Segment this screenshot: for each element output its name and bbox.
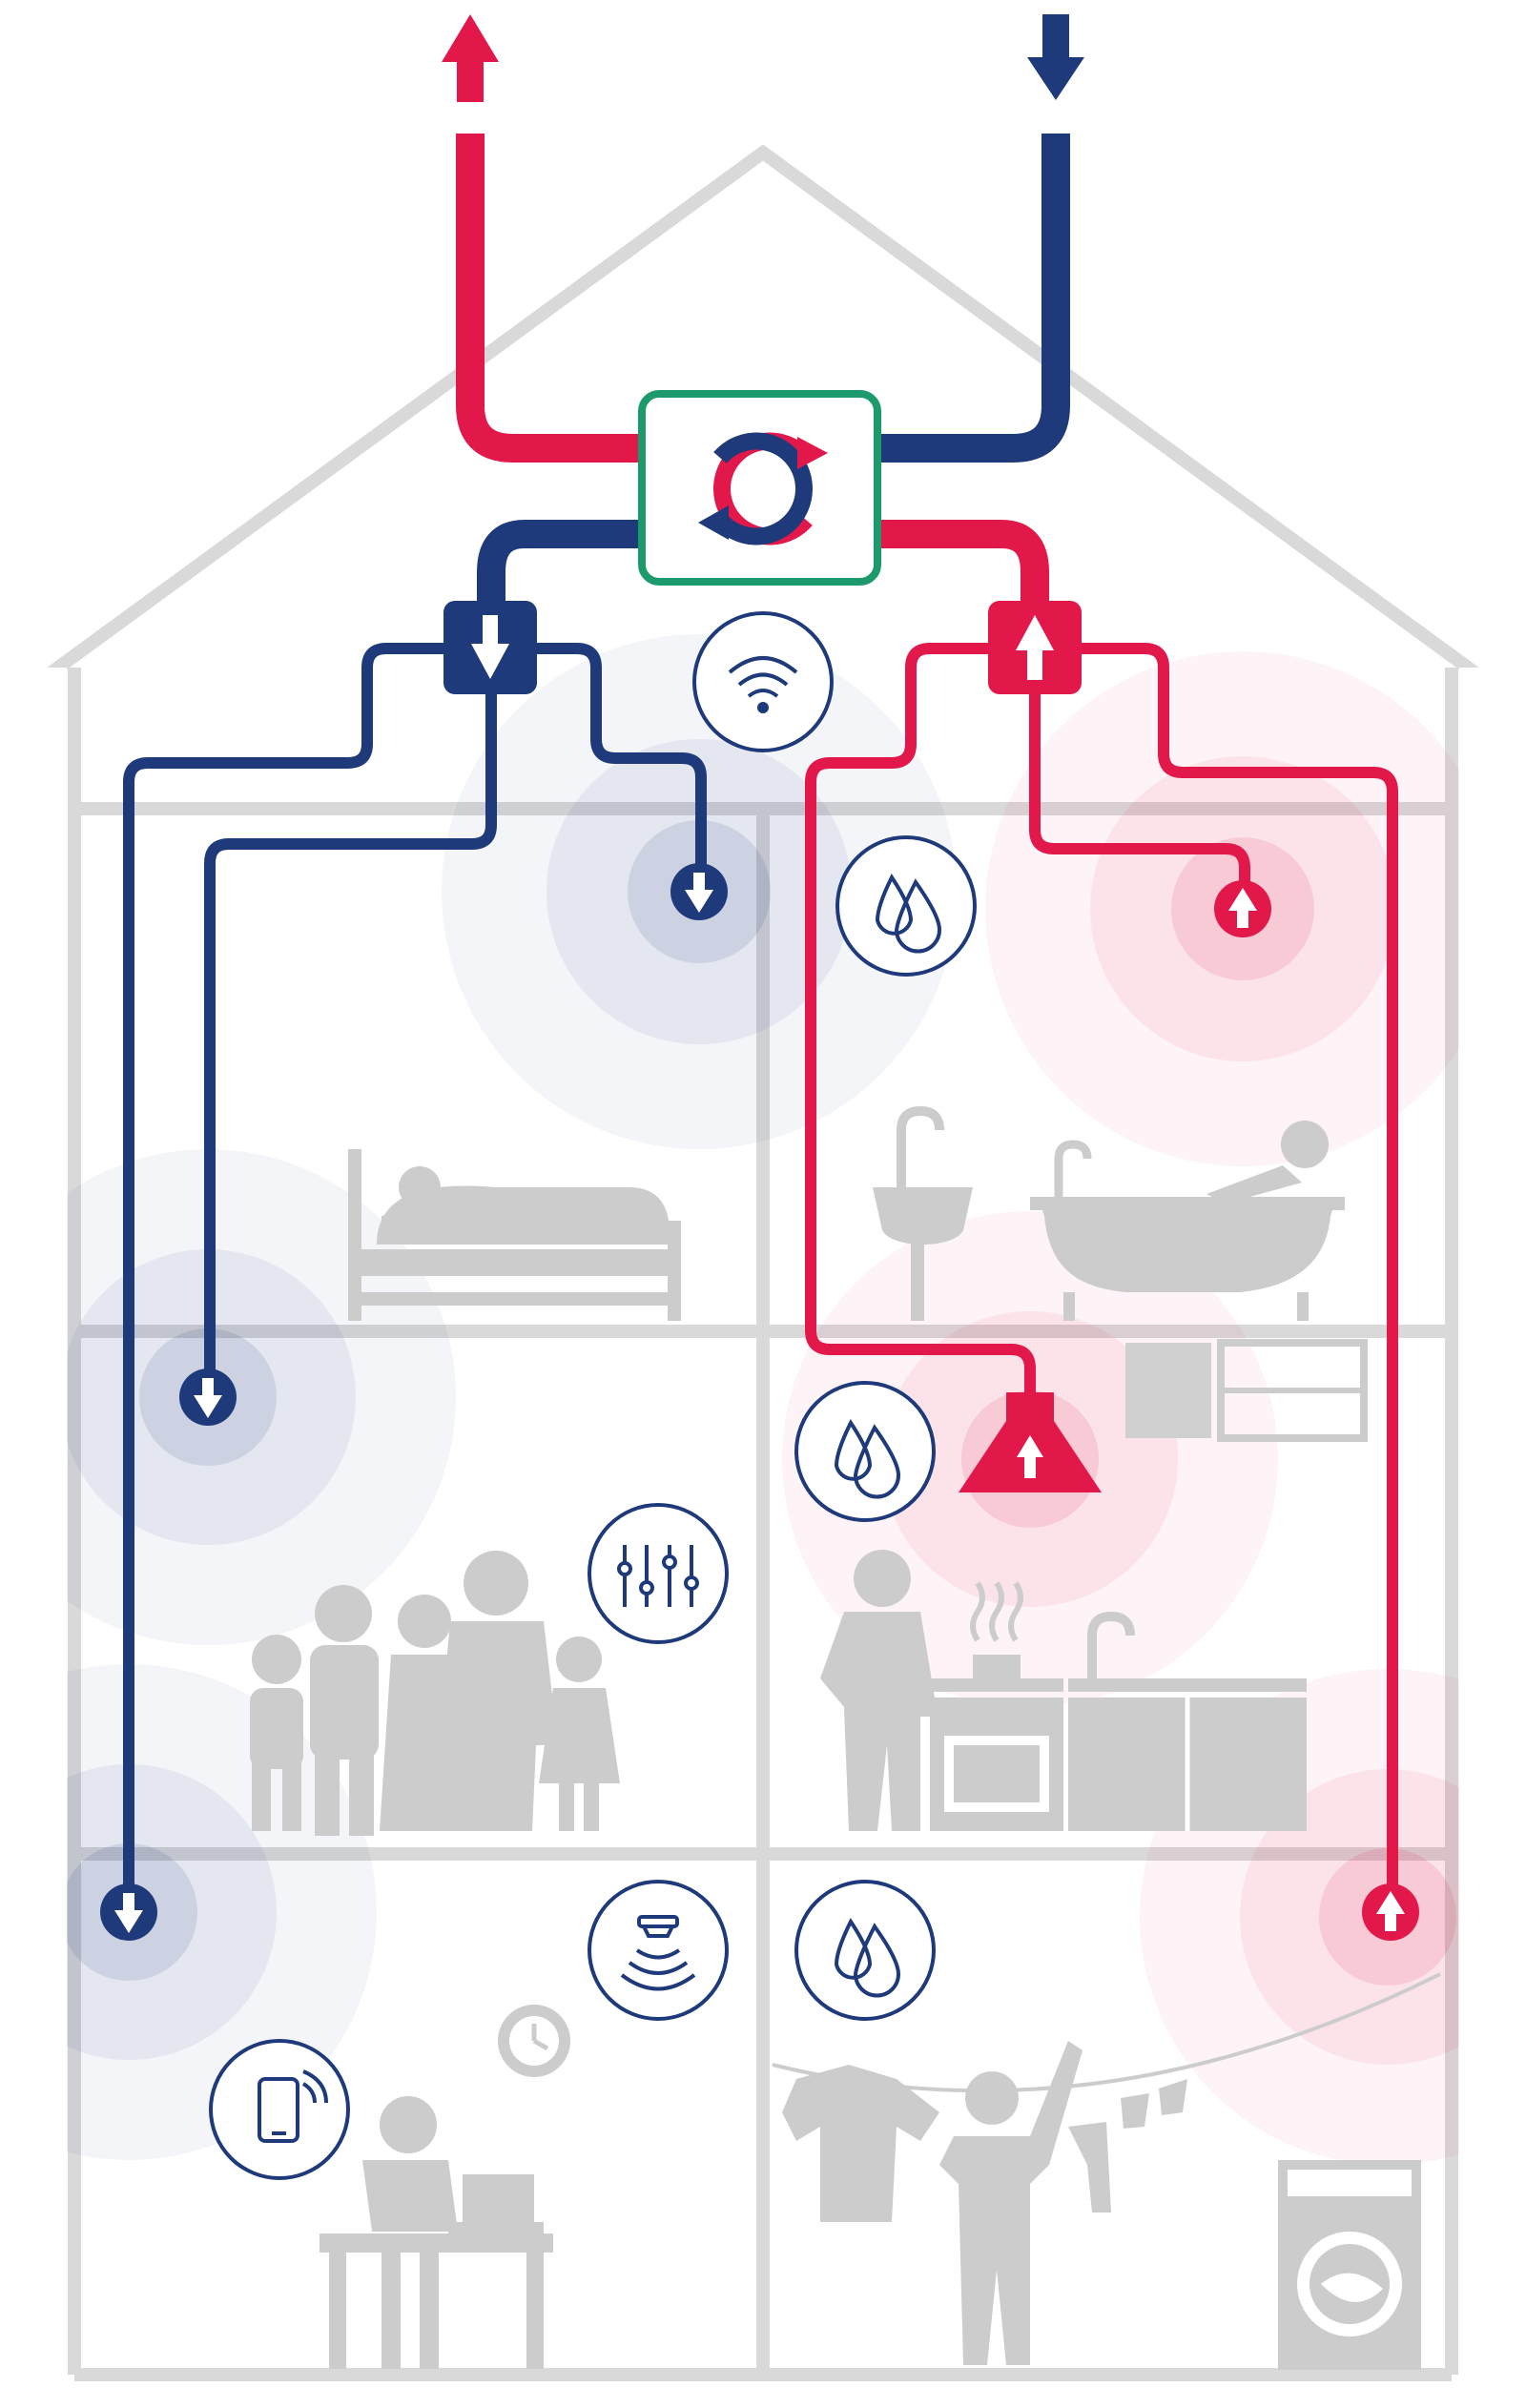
smoke-detector-icon bbox=[588, 1880, 729, 2021]
smartphone-app-icon bbox=[209, 2039, 350, 2180]
duct-extract-kitchen bbox=[805, 643, 1036, 1402]
valves bbox=[100, 863, 1419, 1941]
duct-supply-main bbox=[477, 520, 649, 610]
duct-fresh-in bbox=[877, 134, 1070, 463]
ducts bbox=[123, 134, 1398, 1893]
distributor-supply bbox=[443, 601, 537, 694]
bed-icon bbox=[348, 1149, 681, 1321]
cooker-hood-icon bbox=[959, 1392, 1102, 1492]
duct-supply-living bbox=[204, 668, 497, 1378]
supply-valve-office bbox=[100, 1883, 157, 1941]
heat-recovery-unit bbox=[638, 390, 881, 586]
duct-extract-laundry bbox=[1059, 643, 1398, 1893]
sliders-icon bbox=[588, 1503, 729, 1644]
family-icon bbox=[250, 1551, 620, 1836]
duct-extract-bathroom bbox=[1029, 668, 1250, 892]
humidity-icon-laundry bbox=[794, 1880, 936, 2021]
duct-exhaust-out bbox=[456, 134, 649, 463]
extract-valve-laundry bbox=[1362, 1883, 1419, 1941]
humidity-icon-kitchen bbox=[794, 1381, 936, 1522]
distributor-extract bbox=[988, 601, 1082, 694]
cooking-icon bbox=[820, 1339, 1368, 1831]
laundry-icon bbox=[772, 1972, 1441, 2370]
house-outline bbox=[14, 144, 1512, 2381]
humidity-icon bbox=[835, 835, 977, 977]
supply-valve-bedroom bbox=[670, 863, 728, 920]
exhaust-arrow-up-icon bbox=[442, 14, 499, 102]
extract-valve-bathroom bbox=[1214, 880, 1271, 937]
duct-supply-office bbox=[123, 643, 467, 1893]
wifi-icon bbox=[692, 611, 834, 752]
duct-extract-main bbox=[877, 520, 1049, 610]
bathtub-icon bbox=[873, 1105, 1345, 1321]
heat-recovery-icon bbox=[698, 432, 828, 545]
roof bbox=[14, 144, 1512, 702]
outside-arrows bbox=[442, 14, 1084, 102]
duct-supply-bedroom bbox=[515, 643, 707, 873]
room-scenes bbox=[250, 1105, 1441, 2370]
clock-icon bbox=[498, 2005, 570, 2077]
fresh-arrow-down-icon bbox=[1027, 14, 1084, 100]
feature-icons bbox=[209, 611, 977, 2180]
desk-icon bbox=[320, 2096, 553, 2369]
supply-valve-living bbox=[179, 1369, 237, 1426]
